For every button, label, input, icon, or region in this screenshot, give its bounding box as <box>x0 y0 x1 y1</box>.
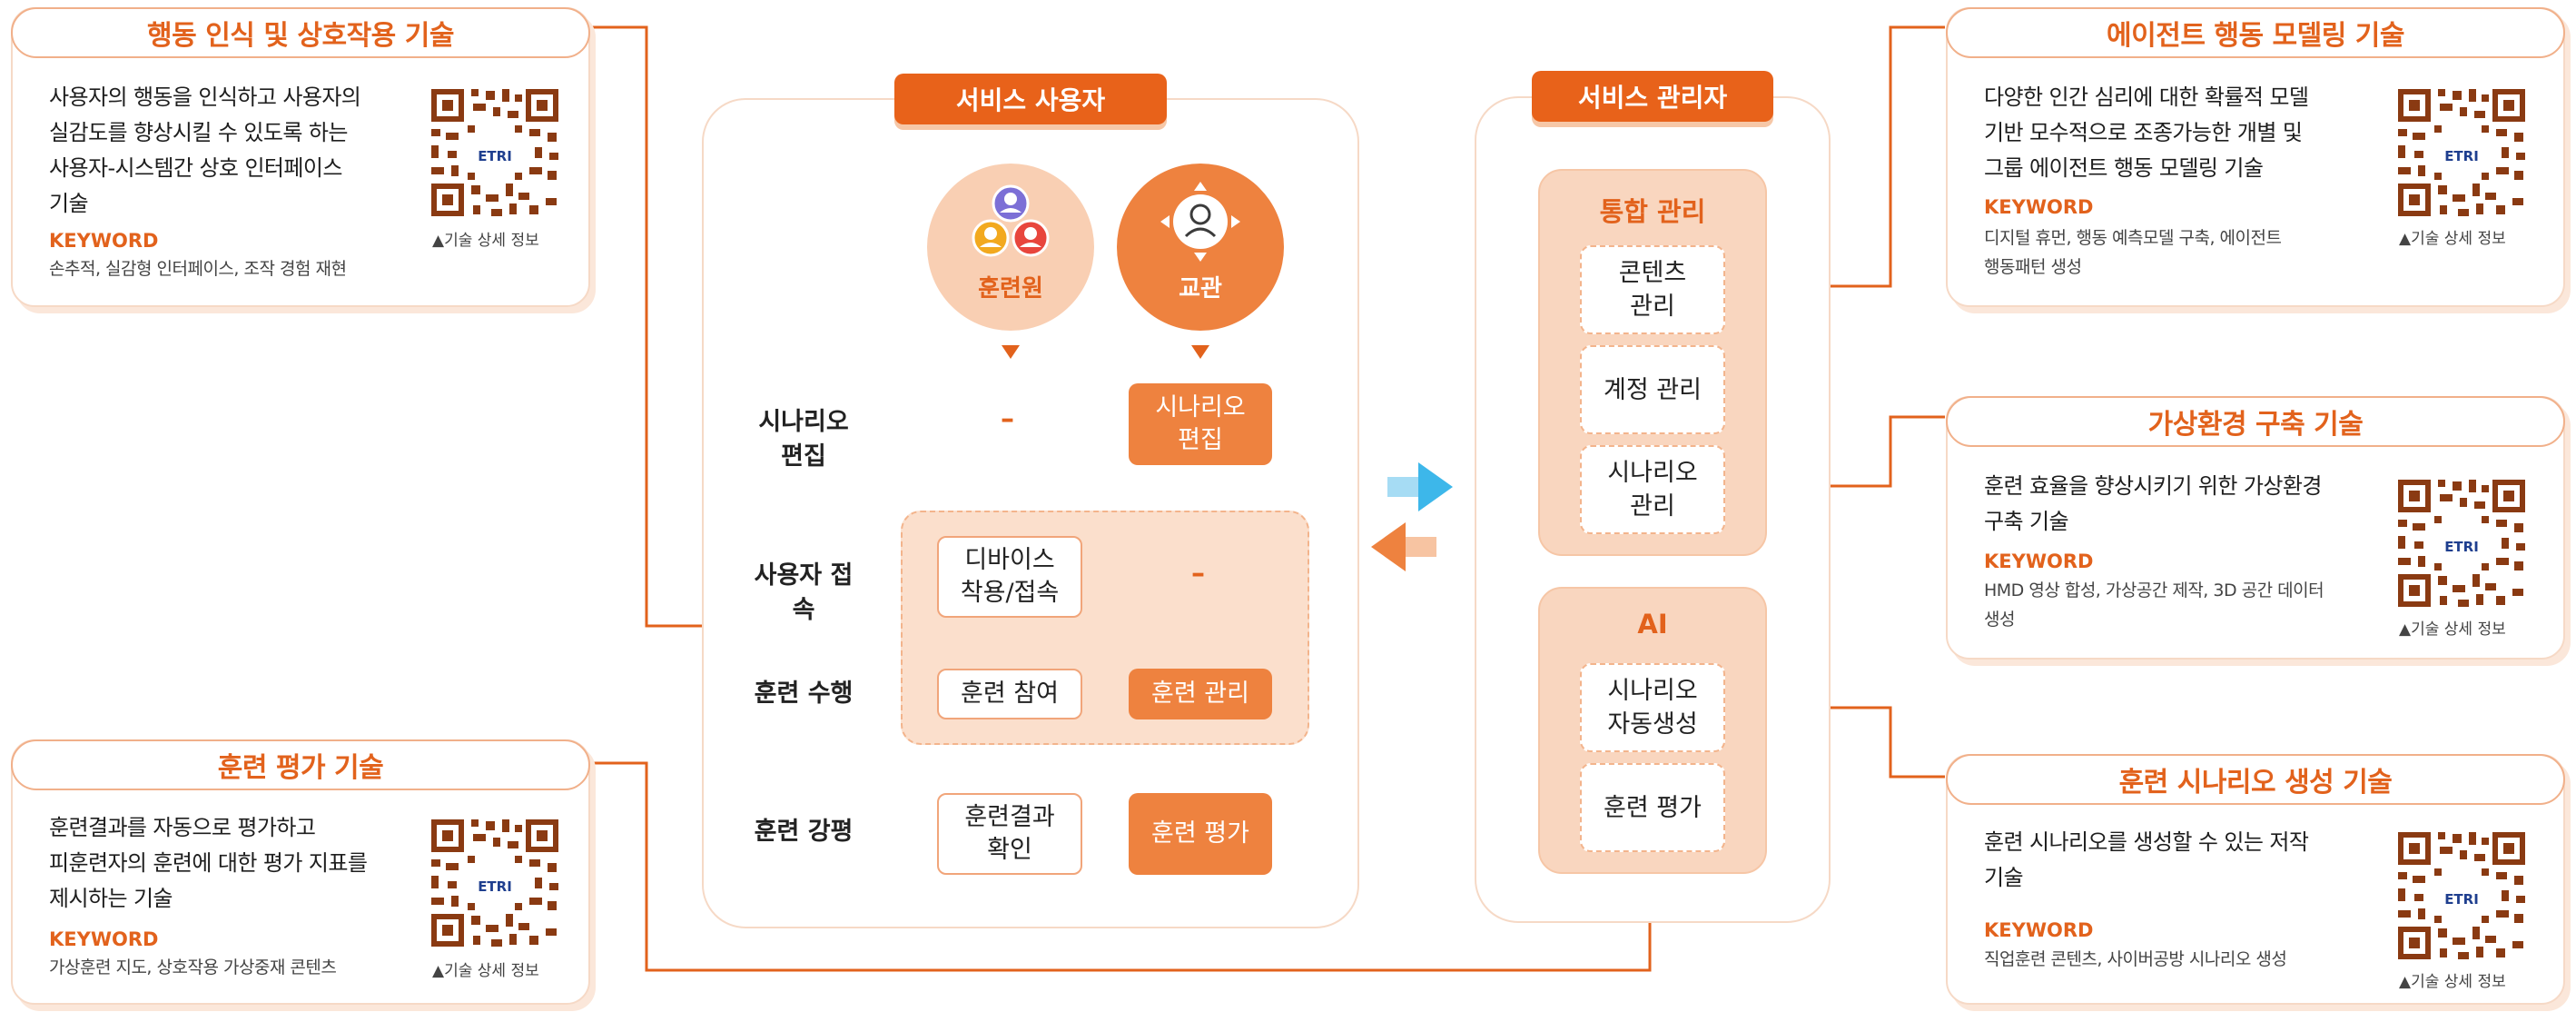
card-title: 가상환경 구축 기술 <box>1946 396 2565 447</box>
trainee-role: 훈련원 <box>927 164 1094 331</box>
account-management[interactable]: 계정 관리 <box>1580 345 1725 434</box>
instructor-label: 교관 <box>1179 275 1222 303</box>
instructor-training-evaluation[interactable]: 훈련 평가 <box>1129 793 1272 875</box>
exchange-arrows-icon <box>1371 462 1453 571</box>
keyword-label: KEYWORD <box>1984 551 2094 572</box>
qr-code-icon[interactable] <box>428 816 562 950</box>
ai-group-title: AI <box>1637 609 1668 640</box>
instructor-user-access-empty: – <box>1191 558 1205 590</box>
qr-caption: ▲기술 상세 정보 <box>2399 620 2506 639</box>
keyword-label: KEYWORD <box>49 928 159 950</box>
row-label-training-review: 훈련 강평 <box>754 818 854 846</box>
down-triangle-icon <box>1002 345 1020 359</box>
qr-caption: ▲기술 상세 정보 <box>432 232 539 250</box>
card-title: 행동 인식 및 상호작용 기술 <box>11 7 590 58</box>
qr-code-icon[interactable] <box>2394 828 2529 963</box>
keyword-label: KEYWORD <box>1984 196 2094 218</box>
qr-code-icon[interactable] <box>2394 85 2529 220</box>
service-admin-title: 서비스 관리자 <box>1532 71 1773 122</box>
qr-code-icon[interactable] <box>428 85 562 220</box>
keyword-list: 직업훈련 콘텐츠, 사이버공방 시나리오 생성 <box>1984 949 2287 969</box>
connector-evaluation <box>592 761 1652 972</box>
row-label-scenario-edit: 시나리오 편집 <box>758 408 849 471</box>
instructor-icon <box>1160 182 1240 262</box>
ai-group: AI 시나리오 자동생성 훈련 평가 <box>1538 587 1767 874</box>
trainee-result-check[interactable]: 훈련결과 확인 <box>937 793 1082 875</box>
card-title: 훈련 시나리오 생성 기술 <box>1946 754 2565 805</box>
ai-training-evaluation[interactable]: 훈련 평가 <box>1580 763 1725 852</box>
trainee-scenario-edit-empty: – <box>1001 403 1014 435</box>
trainee-training-participation[interactable]: 훈련 참여 <box>937 669 1082 719</box>
down-triangle-icon <box>1191 345 1209 359</box>
integrated-management-title: 통합 관리 <box>1599 196 1706 227</box>
instructor-training-management[interactable]: 훈련 관리 <box>1129 669 1272 719</box>
qr-caption: ▲기술 상세 정보 <box>2399 230 2506 248</box>
qr-caption: ▲기술 상세 정보 <box>432 962 539 980</box>
integrated-management-group: 통합 관리 콘텐츠 관리 계정 관리 시나리오 관리 <box>1538 169 1767 556</box>
card-title: 훈련 평가 기술 <box>11 739 590 790</box>
trainee-label: 훈련원 <box>978 275 1043 303</box>
row-label-training-exec: 훈련 수행 <box>754 680 854 708</box>
keyword-list: 가상훈련 지도, 상호작용 가상중재 콘텐츠 <box>49 957 337 977</box>
keyword-label: KEYWORD <box>49 230 159 252</box>
keyword-label: KEYWORD <box>1984 919 2094 941</box>
group-people-icon <box>972 184 1050 257</box>
qr-caption: ▲기술 상세 정보 <box>2399 973 2506 991</box>
scenario-management[interactable]: 시나리오 관리 <box>1580 445 1725 534</box>
content-management[interactable]: 콘텐츠 관리 <box>1580 245 1725 334</box>
instructor-scenario-edit[interactable]: 시나리오 편집 <box>1129 383 1272 465</box>
scenario-auto-generation[interactable]: 시나리오 자동생성 <box>1580 663 1725 752</box>
card-title: 에이전트 행동 모델링 기술 <box>1946 7 2565 58</box>
row-label-user-access: 사용자 접속 <box>754 561 854 624</box>
keyword-list: 손추적, 실감형 인터페이스, 조작 경험 재현 <box>49 259 347 279</box>
instructor-role: 교관 <box>1117 164 1284 331</box>
trainee-device-access[interactable]: 디바이스 착용/접속 <box>937 536 1082 618</box>
service-user-title: 서비스 사용자 <box>894 74 1167 124</box>
qr-code-icon[interactable] <box>2394 476 2529 610</box>
